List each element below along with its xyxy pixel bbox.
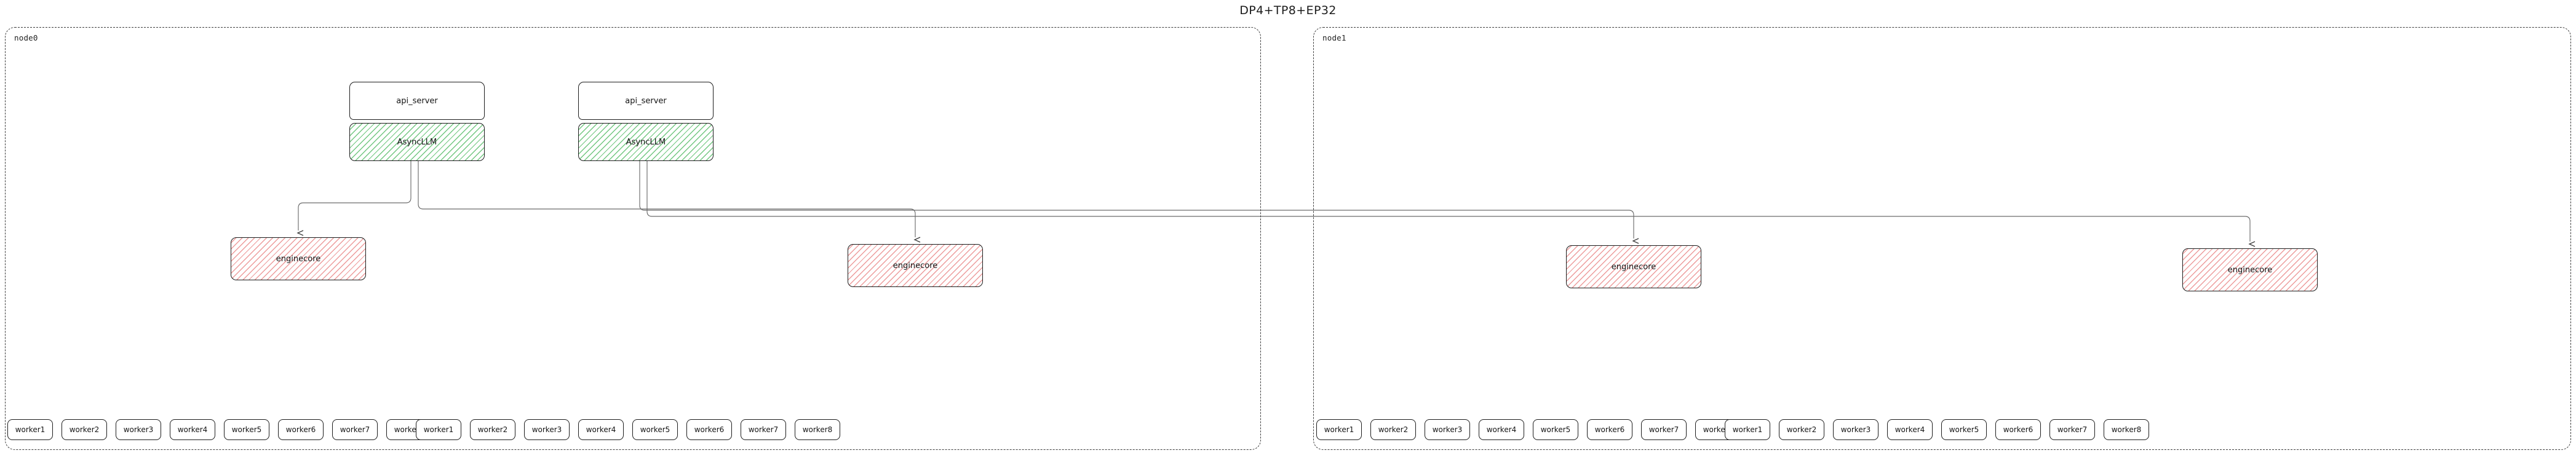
worker-label: worker3: [123, 425, 154, 434]
node-label-node1: node1: [1322, 33, 1346, 42]
worker-box[interactable]: worker5: [632, 419, 678, 440]
worker-label: worker5: [1540, 425, 1571, 434]
worker-box[interactable]: worker7: [1641, 419, 1687, 440]
worker-box[interactable]: worker3: [524, 419, 570, 440]
worker-box[interactable]: worker1: [1725, 419, 1770, 440]
worker-box[interactable]: worker2: [62, 419, 107, 440]
worker-label: worker1: [423, 425, 454, 434]
api-server-box-1[interactable]: api_server: [578, 82, 714, 120]
enginecore-box-node1-0[interactable]: enginecore: [1566, 245, 1701, 288]
worker-label: worker2: [69, 425, 100, 434]
worker-label: worker4: [177, 425, 208, 434]
worker-label: worker6: [2003, 425, 2033, 434]
worker-box[interactable]: worker6: [1587, 419, 1632, 440]
worker-label: worker7: [340, 425, 370, 434]
worker-label: worker4: [1486, 425, 1517, 434]
worker-box[interactable]: worker1: [7, 419, 53, 440]
worker-label: worker4: [586, 425, 616, 434]
enginecore-box-node1-1[interactable]: enginecore: [2182, 248, 2318, 291]
worker-box[interactable]: worker1: [416, 419, 461, 440]
worker-box[interactable]: worker1: [1316, 419, 1362, 440]
worker-label: worker4: [1894, 425, 1925, 434]
worker-label: worker2: [477, 425, 508, 434]
title-text: DP4+TP8+EP32: [1239, 4, 1337, 17]
async-llm-box-0[interactable]: AsyncLLM: [349, 123, 485, 161]
worker-box[interactable]: worker6: [686, 419, 732, 440]
worker-label: worker3: [1432, 425, 1463, 434]
node-container-node1: node1: [1313, 27, 2571, 450]
async-llm-box-1[interactable]: AsyncLLM: [578, 123, 714, 161]
worker-box[interactable]: worker4: [578, 419, 624, 440]
worker-box[interactable]: worker4: [1479, 419, 1524, 440]
worker-box[interactable]: worker5: [1533, 419, 1578, 440]
worker-label: worker2: [1786, 425, 1817, 434]
worker-box[interactable]: worker4: [1887, 419, 1933, 440]
worker-box[interactable]: worker2: [1370, 419, 1416, 440]
worker-label: worker1: [15, 425, 46, 434]
worker-label: worker6: [1594, 425, 1625, 434]
worker-label: worker2: [1378, 425, 1409, 434]
worker-label: worker7: [2057, 425, 2088, 434]
worker-box[interactable]: worker7: [2049, 419, 2095, 440]
worker-box[interactable]: worker7: [332, 419, 378, 440]
worker-label: worker1: [1732, 425, 1763, 434]
worker-label: worker6: [694, 425, 725, 434]
worker-label: worker1: [1324, 425, 1354, 434]
enginecore-box-node0-0[interactable]: enginecore: [231, 237, 366, 280]
worker-box[interactable]: worker6: [278, 419, 324, 440]
node-label-node0: node0: [14, 33, 38, 42]
worker-box[interactable]: worker8: [795, 419, 840, 440]
worker-box[interactable]: worker3: [116, 419, 161, 440]
worker-label: worker5: [1949, 425, 1979, 434]
worker-label: worker3: [1840, 425, 1871, 434]
worker-box[interactable]: worker3: [1425, 419, 1470, 440]
worker-label: worker5: [231, 425, 262, 434]
worker-box[interactable]: worker5: [224, 419, 269, 440]
worker-label: worker3: [531, 425, 562, 434]
worker-box[interactable]: worker2: [470, 419, 515, 440]
worker-label: worker8: [2111, 425, 2142, 434]
worker-box[interactable]: worker7: [741, 419, 786, 440]
worker-box[interactable]: worker6: [1995, 419, 2041, 440]
worker-label: worker6: [285, 425, 316, 434]
enginecore-box-node0-1[interactable]: enginecore: [848, 244, 983, 287]
worker-box[interactable]: worker8: [2104, 419, 2149, 440]
worker-label: worker7: [1648, 425, 1679, 434]
api-server-box-0[interactable]: api_server: [349, 82, 485, 120]
worker-label: worker8: [802, 425, 833, 434]
worker-box[interactable]: worker2: [1779, 419, 1824, 440]
page-title: DP4+TP8+EP32: [0, 0, 2576, 21]
worker-box[interactable]: worker4: [170, 419, 215, 440]
worker-label: worker5: [640, 425, 670, 434]
worker-box[interactable]: worker5: [1941, 419, 1987, 440]
worker-box[interactable]: worker3: [1833, 419, 1878, 440]
worker-label: worker7: [748, 425, 779, 434]
